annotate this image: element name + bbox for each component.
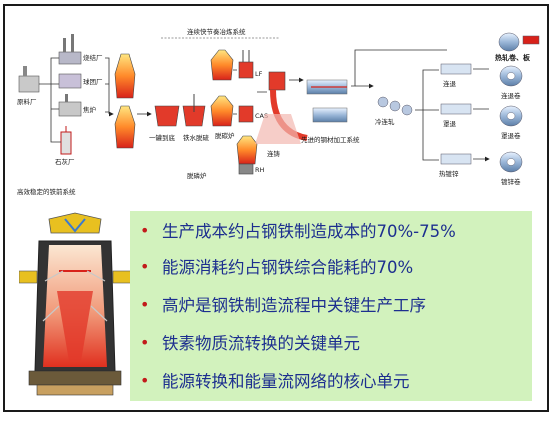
blast-furnace-1-icon [114,53,136,99]
bullet-text-3: 高炉是钢铁制造流程中关键生产工序 [162,296,426,315]
to-blast-furnace-arrow [105,57,113,114]
converter-3-icon [236,135,258,165]
bullet-dot: • [140,370,150,390]
hot-rolling-mill-icon [306,79,348,123]
converter-2-icon [210,95,234,127]
hot-metal-ladle-icon [154,105,180,127]
sinter-plant-label: 烧结厂 [83,53,103,62]
coil3-label: 镀锌卷 [501,177,521,186]
lf-label: LF [255,70,263,78]
to-coil-arrows [473,68,489,159]
converter-1-icon [210,49,234,81]
iron-system-label: 高效稳定的铁前系统 [17,187,76,196]
key-points-panel: • 生产成本约占钢铁制造成本的70%-75% • 能源消耗约占钢铁综合能耗的70… [130,211,532,401]
bullet-item-2: • 能源消耗约占钢铁综合能耗的70% [140,253,413,279]
bullet-item-1: • 生产成本约占钢铁制造成本的70%-75% [140,217,456,243]
processing-system-label: 先进的钢材加工系统 [301,135,360,144]
sinter-plant-icon [58,34,82,65]
bullet-text-4: 铁素物质流转换的关键单元 [162,334,360,353]
galvanizing-label: 热镀锌 [439,169,459,178]
annealed-coil-icon [499,65,523,87]
cold-branch-lines [415,69,439,161]
slide-frame: 原料厂 烧结厂 球团厂 焦炉 石灰厂 高效稳定的铁前系统 [3,4,549,412]
steel-process-flow-diagram: 原料厂 烧结厂 球团厂 焦炉 石灰厂 高效稳定的铁前系统 [17,27,540,196]
batch-annealed-coil-icon [499,105,523,127]
bullet-text-5: 能源转换和能量流网络的核心单元 [162,372,410,391]
pellet-plant-label: 球团厂 [83,77,103,86]
smelting-system-label: 连续快节奏冶炼系统 [187,27,246,36]
coke-oven-icon [58,94,82,117]
bullet-item-5: • 能源转换和能量流网络的核心单元 [140,367,410,393]
coil1-label: 连退卷 [501,91,521,100]
cold-mill-label: 冷连轧 [375,117,395,126]
continuous-annealing-icon [440,63,472,75]
bullet-dot: • [140,220,150,240]
hot-coil-icon [498,32,540,52]
cas-label: CAS [255,112,268,120]
batch-annealing-icon [440,103,472,115]
decarb-converter-label: 脱磷炉 [187,171,207,180]
annealing1-label: 连退 [443,79,457,88]
galvanizing-icon [440,153,472,165]
bullet-item-3: • 高炉是钢铁制造流程中关键生产工序 [140,291,426,317]
rh-unit-icon [238,163,254,175]
lime-plant-label: 石灰厂 [55,157,75,166]
pellet-plant-icon [58,73,82,89]
coke-oven-label: 焦炉 [83,105,97,114]
bullet-item-4: • 铁素物质流转换的关键单元 [140,329,360,355]
hot-coil-label: 热轧卷、板 [495,53,531,62]
refining-connectors [233,69,267,115]
desulfurization-icon [182,94,206,127]
raw-material-plant-icon [18,66,40,93]
raw-material-label: 原料厂 [17,97,37,106]
lf-furnace-icon [238,50,254,79]
cold-rolling-mill-icon [377,96,413,116]
bullet-dot: • [140,256,150,276]
dephos-converter-label: 脱碳炉 [215,131,235,140]
bullet-text-2: 能源消耗约占钢铁综合能耗的70% [162,258,414,277]
galvanized-coil-icon [499,151,523,173]
continuous-caster-icon [255,71,308,144]
desulfurization-label: 铁水脱硫 [183,133,210,142]
cas-unit-icon [238,105,254,123]
coil2-label: 罩退卷 [501,131,521,140]
bullet-text-1: 生产成本约占钢铁制造成本的70%-75% [162,222,456,241]
rh-label: RH [255,166,265,174]
bullet-dot: • [140,294,150,314]
lime-plant-icon [60,126,72,155]
blast-furnace-2-icon [114,105,136,149]
ladle-label: 一罐到底 [149,133,176,142]
hot-branch-line [351,49,447,87]
bullet-dot: • [140,332,150,352]
caster-label: 连铸 [267,149,281,158]
left-connector-lines [39,57,61,143]
blast-furnace-illustration [19,211,131,401]
furnace-top-icon [48,212,102,234]
annealing2-label: 罩退 [443,119,457,128]
